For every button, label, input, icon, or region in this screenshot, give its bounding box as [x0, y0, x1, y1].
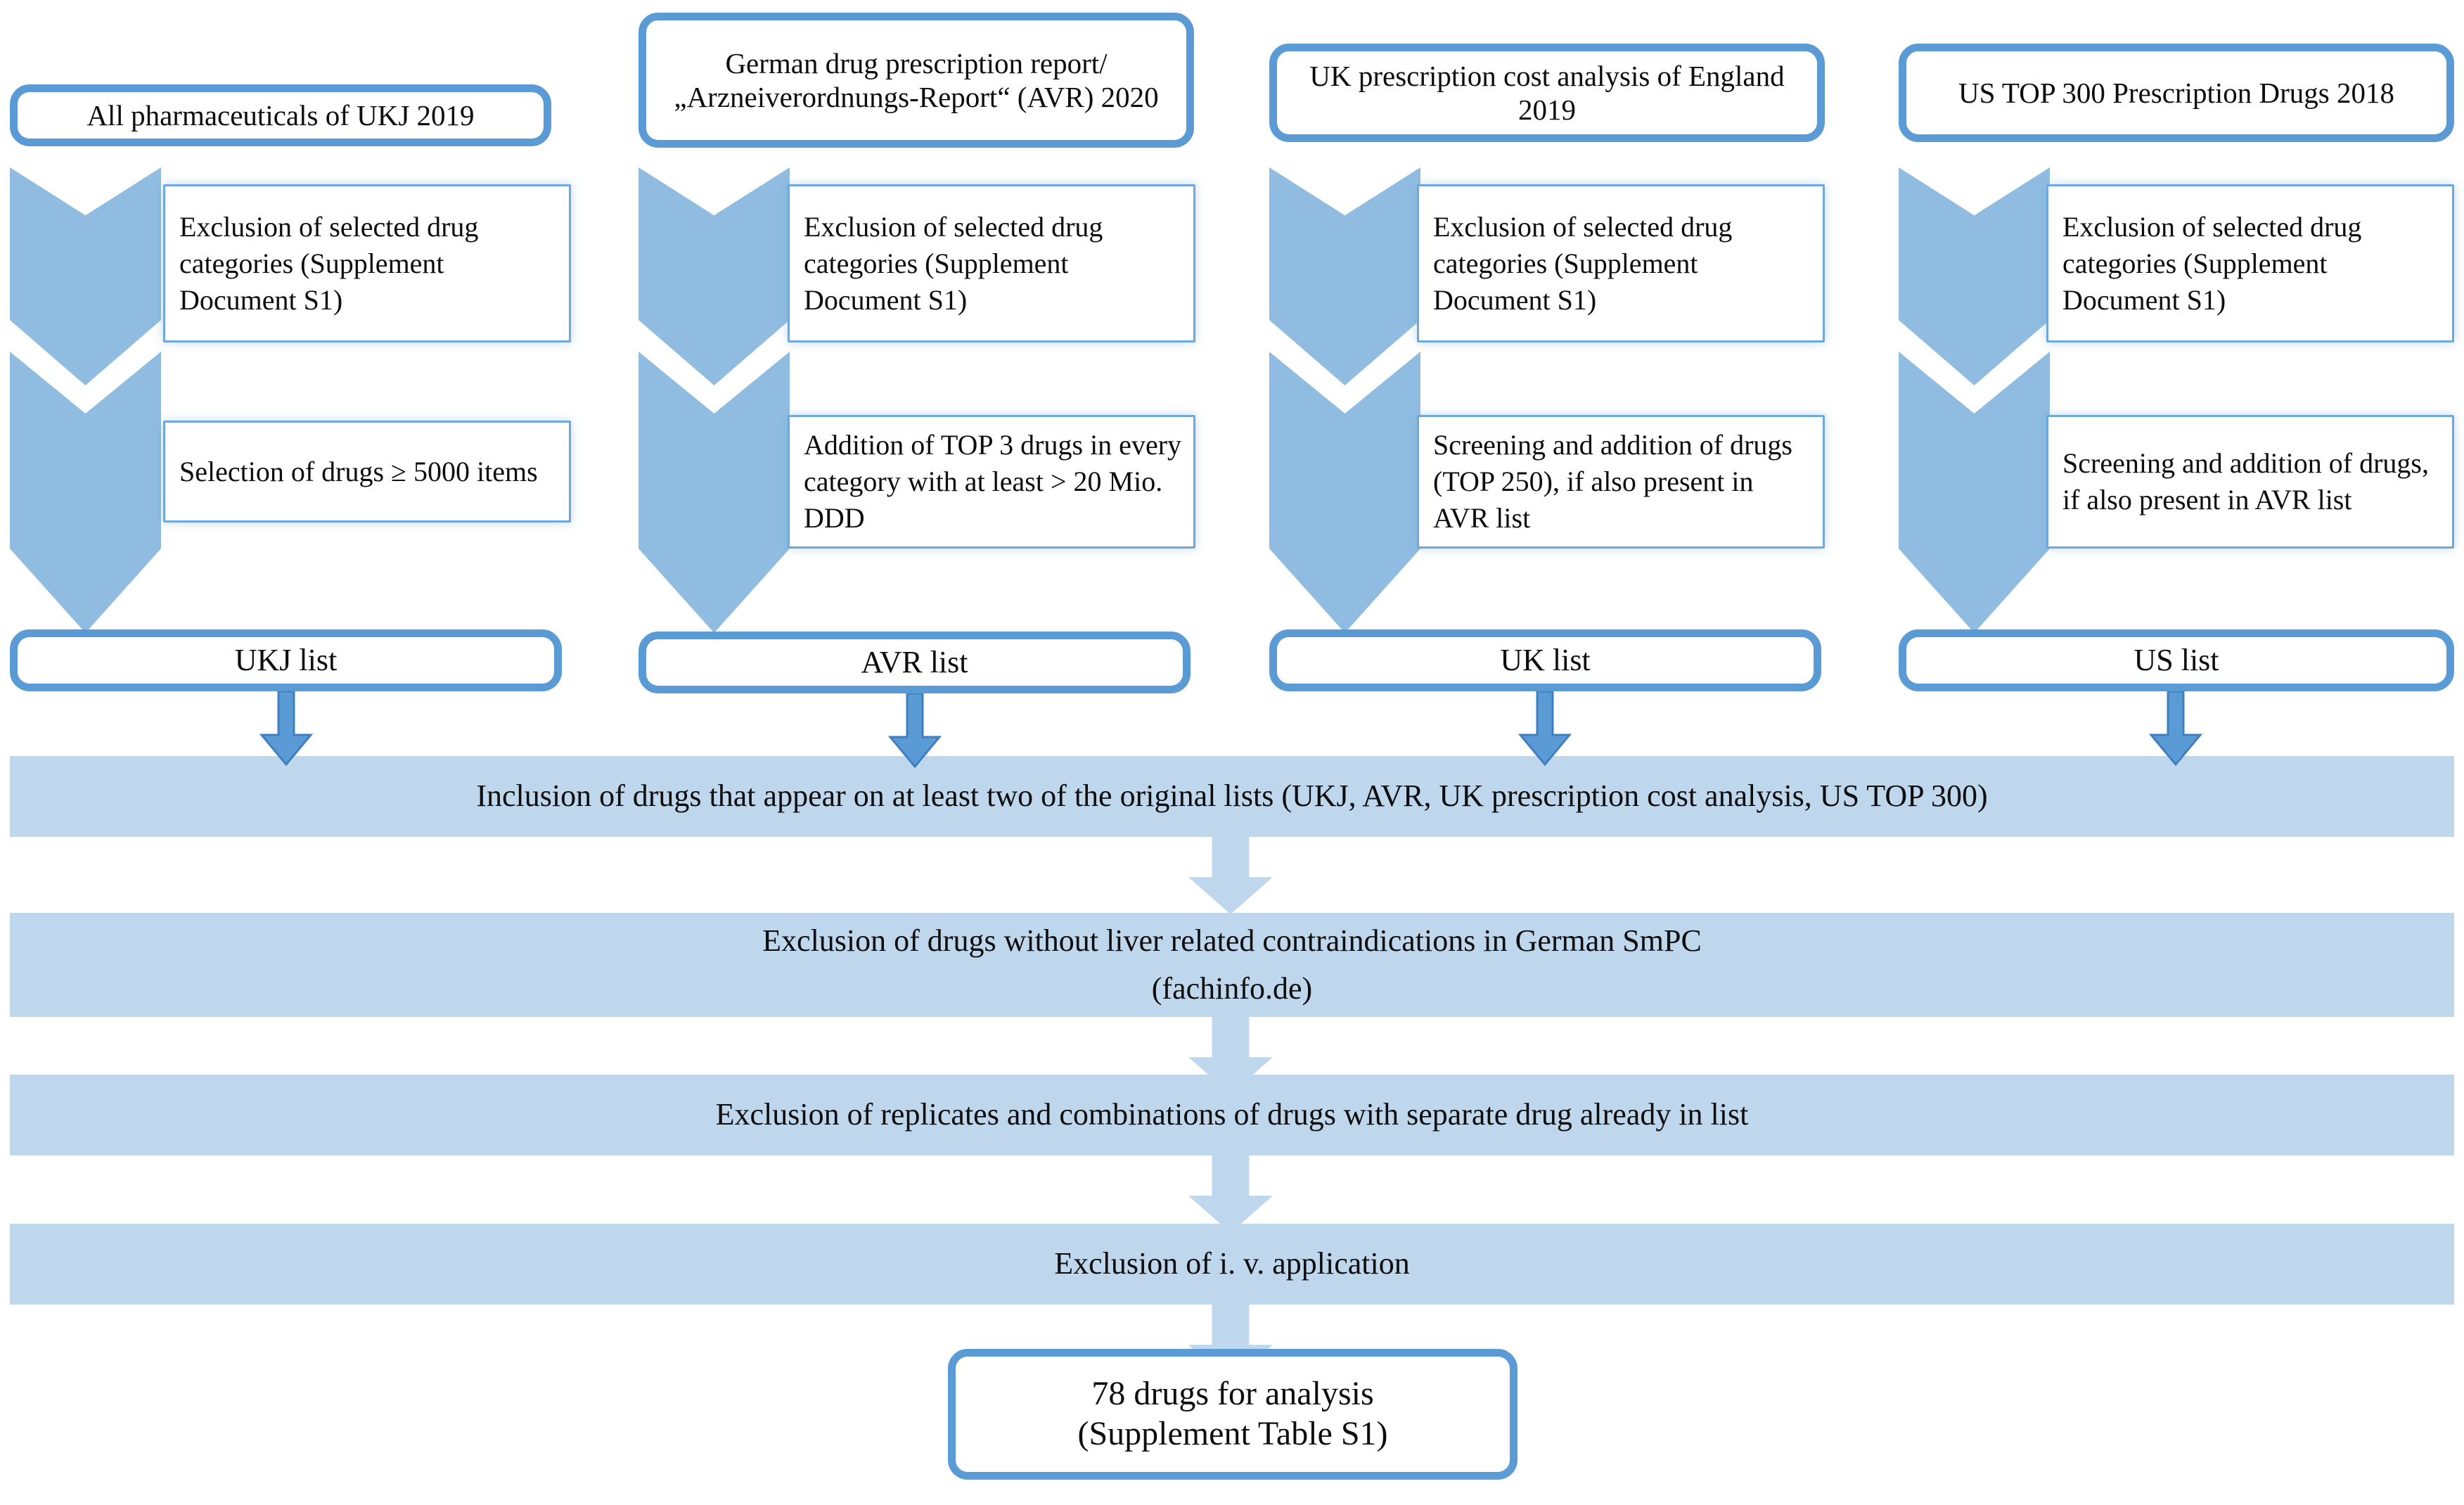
band-smpc-exclusion[interactable]: Exclusion of drugs without liver related…: [10, 913, 2454, 1017]
output-box-us[interactable]: US list: [1899, 629, 2454, 691]
band-replicate-exclusion[interactable]: Exclusion of replicates and combinations…: [10, 1075, 2454, 1155]
band-inclusion[interactable]: Inclusion of drugs that appear on at lea…: [10, 756, 2454, 837]
output-label-ukj: UKJ list: [234, 643, 338, 678]
source-label-uk: UK prescription cost analysis of England…: [1309, 59, 1785, 126]
band-replicate-line1: Exclusion of replicates and combinations…: [715, 1097, 1749, 1132]
chevron-avr-step2: [639, 352, 790, 633]
arrow-uk-to-inclusion: [1517, 691, 1572, 766]
output-box-ukj[interactable]: UKJ list: [10, 629, 562, 691]
source-box-us[interactable]: US TOP 300 Prescription Drugs 2018: [1899, 44, 2454, 142]
band-arrow-1: [1188, 837, 1273, 914]
source-box-avr[interactable]: German drug prescription report/„Arzneiv…: [639, 13, 1194, 148]
result-line2: (Supplement Table S1): [1077, 1415, 1388, 1452]
step-label-ukj-2: Selection of drugs ≥ 5000 items: [179, 455, 538, 487]
result-line1: 78 drugs for analysis: [1091, 1375, 1374, 1413]
band-iv-line1: Exclusion of i. v. application: [1054, 1246, 1410, 1281]
band-arrow-3: [1188, 1155, 1273, 1233]
step-label-uk-2: Screening and addition of drugs (TOP 250…: [1433, 429, 1792, 534]
step-box-us-1[interactable]: Exclusion of selected drug categories (S…: [2046, 184, 2454, 342]
output-label-us: US list: [2133, 643, 2219, 678]
source-label-ukj: All pharmaceuticals of UKJ 2019: [86, 98, 475, 132]
chevron-uk-step1: [1269, 167, 1420, 385]
step-label-avr-1: Exclusion of selected drug categories (S…: [804, 210, 1103, 316]
step-label-uk-1: Exclusion of selected drug categories (S…: [1433, 210, 1733, 316]
source-box-ukj[interactable]: All pharmaceuticals of UKJ 2019: [10, 84, 551, 146]
step-box-uk-1[interactable]: Exclusion of selected drug categories (S…: [1417, 184, 1825, 342]
step-box-us-2[interactable]: Screening and addition of drugs, if also…: [2046, 415, 2454, 549]
step-box-ukj-1[interactable]: Exclusion of selected drug categories (S…: [163, 184, 571, 342]
band-inclusion-line1: Inclusion of drugs that appear on at lea…: [476, 779, 1988, 814]
arrow-avr-to-inclusion: [887, 693, 942, 768]
source-box-uk[interactable]: UK prescription cost analysis of England…: [1269, 44, 1825, 142]
output-label-uk: UK list: [1500, 643, 1591, 678]
chevron-ukj-step1: [10, 167, 161, 385]
step-box-avr-1[interactable]: Exclusion of selected drug categories (S…: [788, 184, 1195, 342]
chevron-us-step2: [1899, 352, 2050, 633]
arrow-us-to-inclusion: [2148, 691, 2203, 766]
output-label-avr: AVR list: [861, 645, 968, 680]
source-label-us: US TOP 300 Prescription Drugs 2018: [1958, 76, 2394, 109]
chevron-avr-step1: [639, 167, 790, 385]
source-label-avr: German drug prescription report/„Arzneiv…: [674, 46, 1159, 113]
band-iv-exclusion[interactable]: Exclusion of i. v. application: [10, 1224, 2454, 1305]
output-box-avr[interactable]: AVR list: [639, 632, 1191, 693]
step-box-avr-2[interactable]: Addition of TOP 3 drugs in every categor…: [788, 415, 1195, 549]
chevron-uk-step2: [1269, 352, 1420, 633]
chevron-ukj-step2: [10, 352, 161, 633]
step-box-ukj-2[interactable]: Selection of drugs ≥ 5000 items: [163, 421, 571, 523]
step-label-ukj-1: Exclusion of selected drug categories (S…: [179, 210, 479, 316]
step-box-uk-2[interactable]: Screening and addition of drugs (TOP 250…: [1417, 415, 1825, 549]
arrow-ukj-to-inclusion: [259, 691, 314, 766]
band-smpc-line1: Exclusion of drugs without liver related…: [762, 923, 1702, 958]
step-label-avr-2: Addition of TOP 3 drugs in every categor…: [804, 429, 1182, 534]
band-smpc-line2: (fachinfo.de): [1151, 971, 1313, 1006]
output-box-uk[interactable]: UK list: [1269, 629, 1821, 691]
step-label-us-1: Exclusion of selected drug categories (S…: [2062, 210, 2362, 316]
result-box[interactable]: 78 drugs for analysis (Supplement Table …: [948, 1349, 1517, 1480]
chevron-us-step1: [1899, 167, 2050, 385]
step-label-us-2: Screening and addition of drugs, if also…: [2062, 447, 2429, 515]
